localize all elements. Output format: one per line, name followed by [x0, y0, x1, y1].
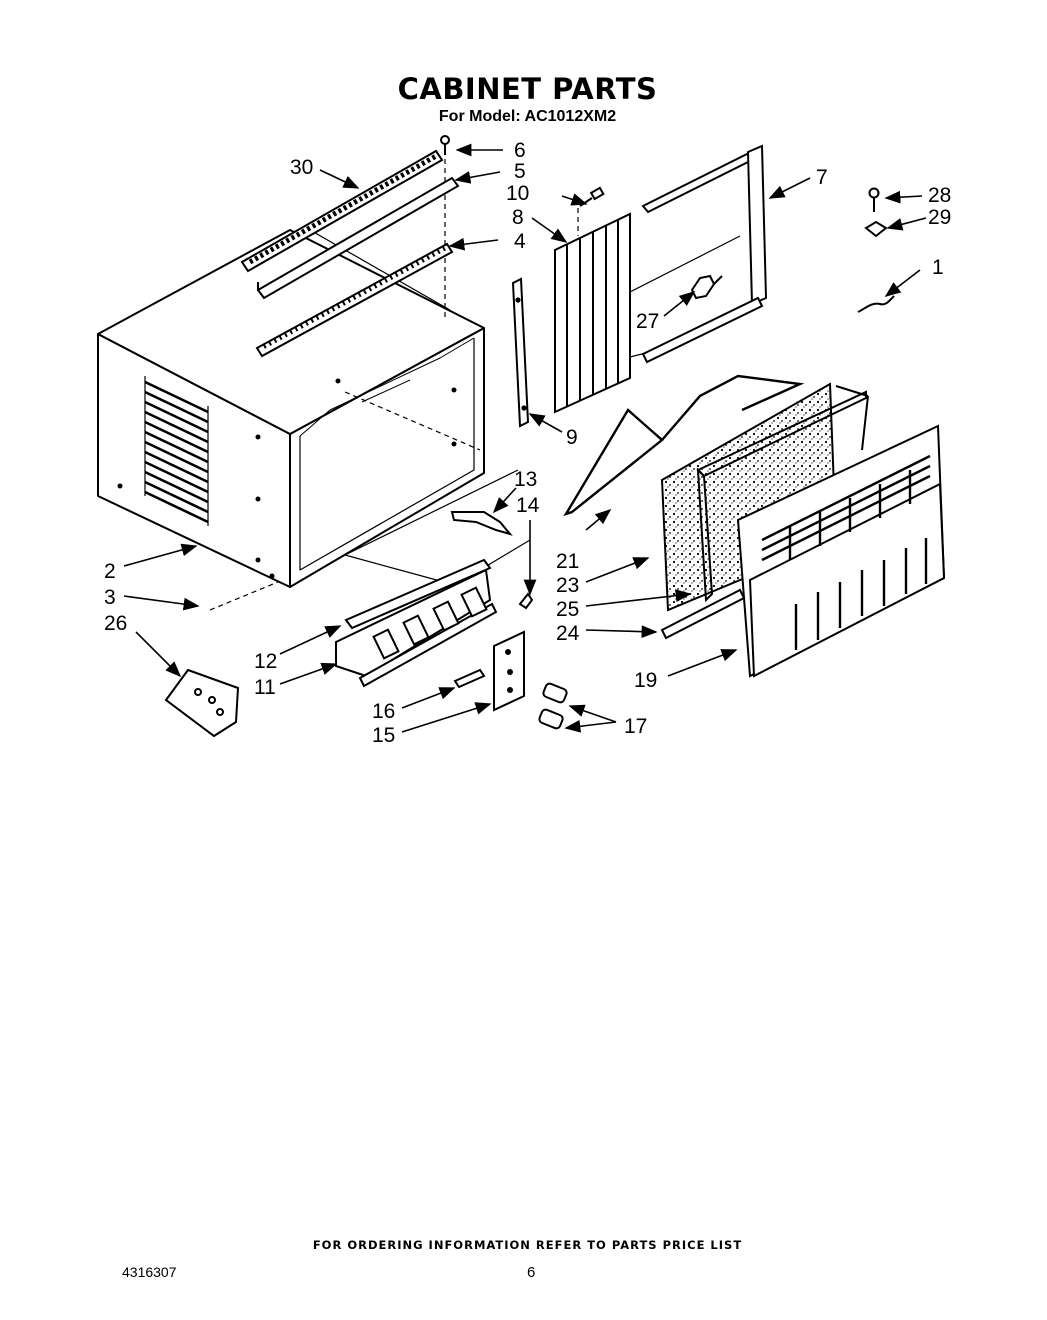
front-grille-19	[736, 424, 946, 678]
callout-26: 26	[104, 612, 127, 635]
callout-15: 15	[372, 724, 395, 747]
strip-24	[660, 588, 746, 640]
perspective-guide-lines	[309, 229, 741, 586]
callout-30: 30	[290, 156, 313, 179]
screw-28	[868, 187, 880, 212]
cabinet-screw-holes	[117, 378, 457, 579]
callout-24: 24	[556, 622, 580, 645]
callout-28: 28	[928, 184, 951, 207]
frame-7	[641, 144, 768, 364]
callout-23: 23	[556, 574, 579, 597]
callout-4: 4	[514, 230, 526, 253]
fittings-17	[538, 682, 568, 730]
callout-13: 13	[514, 468, 537, 491]
pin-14	[518, 592, 534, 610]
side-curtain-8	[554, 212, 631, 414]
callout-25: 25	[556, 598, 579, 621]
callout-6: 6	[514, 139, 526, 162]
spacer-16	[453, 668, 486, 689]
callout-14: 14	[516, 494, 540, 517]
rail-4	[255, 242, 454, 358]
ordering-note: FOR ORDERING INFORMATION REFER TO PARTS …	[312, 1238, 743, 1252]
callout-16: 16	[372, 700, 395, 723]
callout-labels: 1 2 3 4 5 6 7 8 9 10 11 12 13 14 15 16 1…	[104, 139, 951, 747]
plate-15	[493, 630, 525, 712]
page-title: CABINET PARTS	[397, 72, 658, 106]
filter-frame-25	[696, 385, 869, 603]
screw-6	[440, 135, 450, 155]
callout-9: 9	[566, 426, 578, 449]
callout-27: 27	[636, 310, 659, 333]
callout-11: 11	[254, 676, 276, 699]
callout-5: 5	[514, 160, 526, 183]
callout-2: 2	[104, 560, 116, 583]
leader-arrows	[123, 143, 927, 733]
document-number: 4316307	[122, 1264, 177, 1280]
model-subtitle: For Model: AC1012XM2	[438, 108, 617, 125]
assembly-guide-lines	[209, 150, 579, 611]
bracket-12	[344, 558, 492, 630]
top-rail-30	[240, 149, 444, 273]
callout-21: 21	[556, 550, 579, 573]
callout-1: 1	[932, 256, 944, 279]
callout-7: 7	[816, 166, 828, 189]
clip-1	[857, 295, 895, 313]
page-number: 6	[527, 1264, 536, 1281]
callout-10: 10	[506, 182, 529, 205]
callout-17: 17	[624, 715, 647, 738]
wire-handle-21	[563, 374, 805, 517]
curtain-channel-9	[511, 277, 530, 428]
channel-5	[256, 176, 460, 300]
callout-19: 19	[634, 669, 657, 692]
callout-8: 8	[512, 206, 524, 229]
washer-29	[864, 220, 888, 238]
callout-29: 29	[928, 206, 951, 229]
cabinet-side-louvers	[144, 376, 209, 526]
callout-12: 12	[254, 650, 277, 673]
clip-13	[450, 511, 513, 536]
hardware-pack-26	[164, 668, 240, 738]
fastener-27	[690, 274, 723, 300]
base-pan-11	[335, 568, 498, 688]
callout-3: 3	[104, 586, 116, 609]
